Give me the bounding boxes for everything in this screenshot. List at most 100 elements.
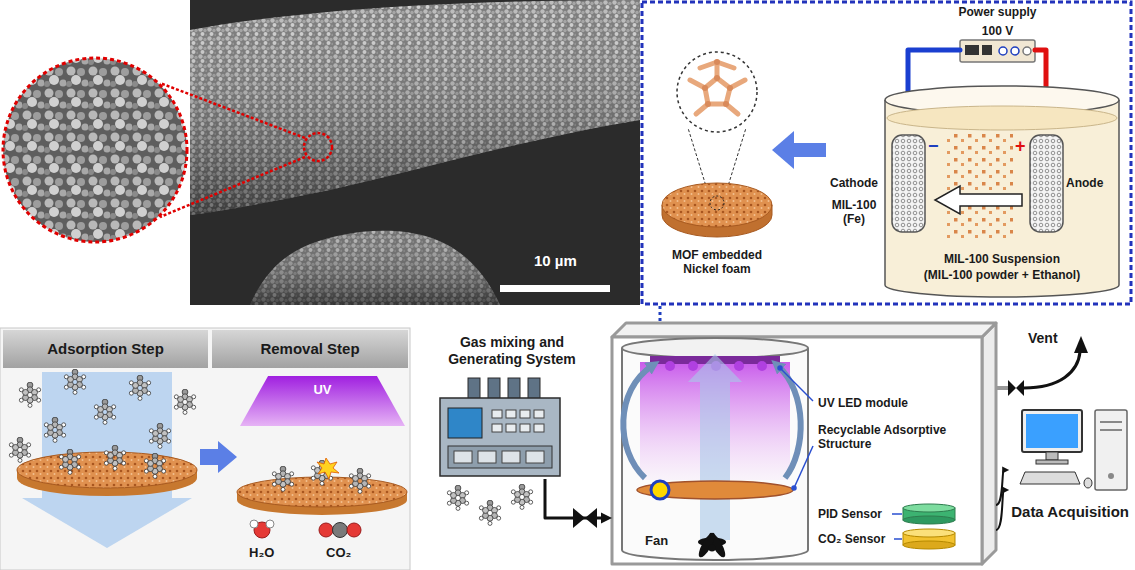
computer-icon xyxy=(1100,429,1122,431)
gas-sensors xyxy=(903,516,955,524)
mof-foam: MOF embedded Nickel foam xyxy=(662,48,772,288)
chamber-cylinder xyxy=(757,361,767,371)
process-arrow-head xyxy=(772,131,794,169)
chamber-cylinder xyxy=(637,481,793,499)
uv-label: UV xyxy=(313,382,331,398)
sem-image xyxy=(304,133,332,161)
fan-symbol xyxy=(696,531,718,560)
chamber-cylinder xyxy=(734,361,744,371)
nickel-foam-disk xyxy=(710,196,724,210)
dashed-frame xyxy=(642,2,1131,304)
power-supply-device xyxy=(1023,47,1031,55)
uv-trapezoid xyxy=(240,376,405,426)
computer-icon xyxy=(1020,410,1127,490)
step-arrow xyxy=(200,441,237,473)
steps-panel xyxy=(0,328,410,570)
process-arrow xyxy=(772,131,826,169)
molecule-label: CO₂ xyxy=(326,545,351,561)
sem-image xyxy=(250,231,500,305)
computer-icon xyxy=(1026,414,1078,448)
electrodeposition-beaker: CathodeMIL-100 (Fe)AnodeMIL-100 Suspensi… xyxy=(826,70,1124,300)
step-header: Removal Step xyxy=(212,330,408,368)
valve-symbol xyxy=(573,508,597,528)
vent-label: Vent xyxy=(1028,330,1058,347)
electrode-mesh xyxy=(1030,135,1063,232)
part-label: CO₂ Sensor xyxy=(818,532,885,546)
computer-icon xyxy=(1036,460,1068,464)
leader-lines xyxy=(794,446,813,488)
test-chamber-box xyxy=(982,323,996,564)
electrode-label: Cathode xyxy=(830,176,878,190)
gas-flow-arrow-head xyxy=(601,513,612,524)
power-supply-device xyxy=(982,45,992,55)
gas-generator-machine xyxy=(488,378,500,400)
scale-bar-label: 10 µm xyxy=(534,252,577,270)
system-title: Gas mixing and Generating System xyxy=(437,334,587,368)
gas-generator-machine xyxy=(528,378,540,400)
removal-illustration xyxy=(347,523,361,537)
power-supply-device xyxy=(999,47,1007,55)
zoom-circle xyxy=(3,58,187,242)
gas-generator-machine xyxy=(492,410,502,418)
step-arrow xyxy=(200,441,237,473)
vent-outlet xyxy=(1016,380,1024,396)
gas-generator-machine xyxy=(502,451,520,463)
electrode-mesh xyxy=(892,135,1063,232)
air-circulation xyxy=(623,366,652,478)
gas-generator-machine xyxy=(492,424,502,432)
mof-crystal-zoom xyxy=(714,59,720,65)
removal-illustration xyxy=(272,466,293,491)
removal-illustration xyxy=(237,458,407,538)
mof-crystal-zoom xyxy=(677,52,757,199)
gas-generator-machine xyxy=(468,378,480,400)
suspension-label: (MIL-100 powder + Ethanol) xyxy=(924,268,1080,282)
adsorption-illustration xyxy=(9,369,197,548)
gas-generator-machine xyxy=(506,424,516,432)
gas-sensors xyxy=(903,529,955,537)
test-chamber-box xyxy=(612,337,982,564)
part-label: UV LED module xyxy=(818,396,908,410)
beaker xyxy=(887,106,1117,130)
vent-outlet xyxy=(1024,352,1080,388)
computer-label: Data Acquisition xyxy=(1011,503,1129,521)
beaker xyxy=(885,100,1119,297)
voc-molecules xyxy=(447,484,532,525)
device-title: Power supply xyxy=(958,5,1036,19)
gas-generator-machine xyxy=(526,451,544,463)
adsorption-illustration xyxy=(144,453,165,478)
scale-bar xyxy=(500,285,610,292)
gas-sensors xyxy=(903,541,955,549)
test-chamber: UV LED moduleRecyclable Adsorptive Struc… xyxy=(612,323,996,565)
polarity-sign: + xyxy=(1015,136,1026,158)
data-arrow xyxy=(996,487,1009,531)
molecule-label: H₂O xyxy=(249,545,274,561)
power-supply: Power supply100 V xyxy=(950,3,1045,65)
nickel-foam-disk xyxy=(662,183,772,237)
mof-crystal-zoom xyxy=(714,75,720,81)
mof-crystal-zoom xyxy=(702,85,708,91)
scale-bar xyxy=(500,285,610,292)
gas-generator-machine xyxy=(534,424,544,432)
gas-generator-machine xyxy=(506,410,516,418)
uv-lamp: UV xyxy=(240,376,405,426)
step-header: Adsorption Step xyxy=(3,330,208,368)
material-label: MIL-100 (Fe) xyxy=(826,198,882,227)
gas-sensors xyxy=(903,504,955,512)
air-circulation xyxy=(778,366,801,478)
fan-symbol xyxy=(696,531,728,560)
leader-lines xyxy=(892,513,902,515)
leader-lines xyxy=(780,368,813,401)
suspension-label: MIL-100 Suspension xyxy=(944,252,1060,266)
removal-illustration xyxy=(250,520,258,528)
beaker xyxy=(885,86,1119,297)
migration-arrow xyxy=(935,186,1022,214)
part-label: Fan xyxy=(645,533,668,549)
chamber-cylinder xyxy=(688,354,742,540)
computer-icon xyxy=(1100,421,1122,423)
data-arrow-line xyxy=(996,490,1004,530)
nickel-foam-disk xyxy=(662,183,772,227)
gas-generator-machine xyxy=(448,446,552,468)
